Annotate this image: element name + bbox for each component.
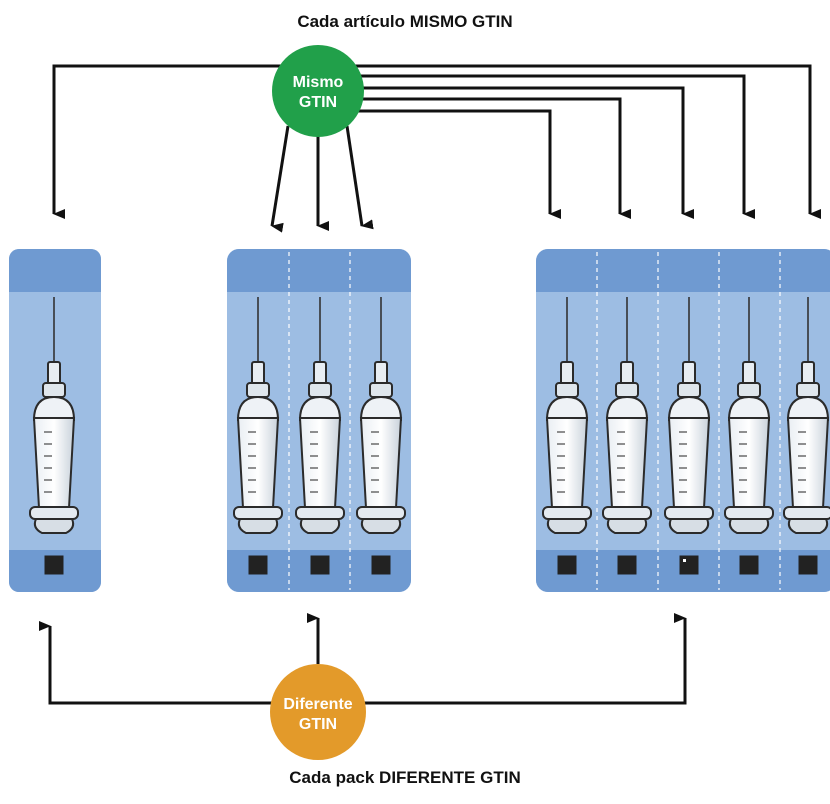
syringe-icon bbox=[783, 297, 830, 534]
datamatrix-icon bbox=[679, 555, 699, 575]
syringe-icon bbox=[602, 297, 652, 534]
same-gtin-line2: GTIN bbox=[299, 94, 337, 111]
syringe-icon bbox=[295, 297, 345, 534]
barcodes bbox=[44, 555, 818, 575]
syringe-icon bbox=[542, 297, 592, 534]
datamatrix-icon bbox=[371, 555, 391, 575]
arrow-to-unit-d bbox=[360, 97, 631, 219]
syringe-icon bbox=[233, 297, 283, 534]
datamatrix-icon bbox=[44, 555, 64, 575]
different-gtin-badge: Diferente GTIN bbox=[270, 664, 366, 760]
different-gtin-line2: GTIN bbox=[299, 716, 337, 733]
datamatrix-icon bbox=[739, 555, 759, 575]
different-gtin-arrows bbox=[39, 613, 687, 705]
datamatrix-icon bbox=[248, 555, 268, 575]
syringe-icon bbox=[724, 297, 774, 534]
datamatrix-icon bbox=[617, 555, 637, 575]
datamatrix-icon bbox=[310, 555, 330, 575]
arrow-to-single-unit bbox=[52, 64, 285, 219]
arrow-to-unit-e bbox=[357, 109, 561, 219]
syringe-icon bbox=[29, 297, 79, 534]
same-gtin-line1: Mismo bbox=[293, 74, 344, 91]
arrow-to-unit-3 bbox=[345, 125, 374, 230]
arrow-to-pack-single bbox=[39, 621, 278, 705]
syringe-icon bbox=[356, 297, 406, 534]
arrow-to-pack-five bbox=[360, 613, 687, 705]
different-gtin-line1: Diferente bbox=[283, 696, 352, 713]
syringes bbox=[29, 297, 830, 534]
arrow-to-unit-c bbox=[358, 86, 694, 219]
syringe-icon bbox=[664, 297, 714, 534]
caption-same-gtin: Cada artículo MISMO GTIN bbox=[297, 12, 513, 31]
same-gtin-arrows bbox=[52, 64, 821, 233]
caption-different-gtin: Cada pack DIFERENTE GTIN bbox=[289, 768, 521, 787]
datamatrix-icon bbox=[798, 555, 818, 575]
same-gtin-badge: Mismo GTIN bbox=[272, 45, 364, 137]
arrow-to-unit-1 bbox=[270, 125, 290, 233]
arrow-to-unit-a bbox=[350, 64, 821, 219]
datamatrix-icon bbox=[557, 555, 577, 575]
arrow-to-unit-b bbox=[355, 74, 755, 219]
